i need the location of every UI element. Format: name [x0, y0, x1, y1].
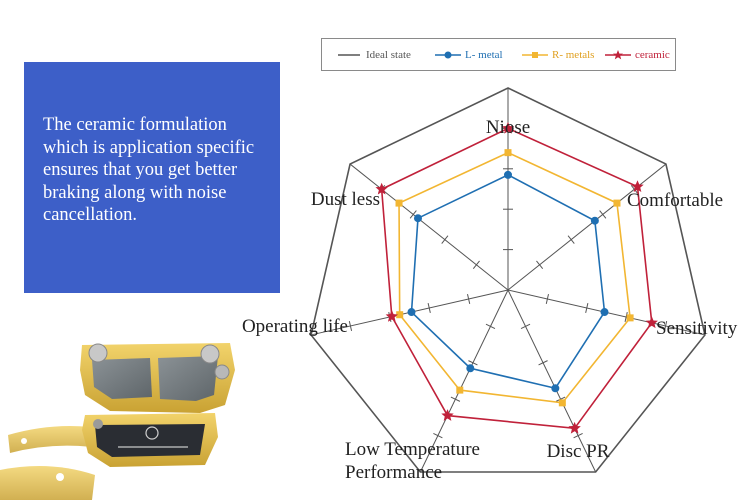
axis-tick: [485, 323, 496, 330]
chart-legend: Ideal state L- metal R- metals ceramic: [321, 38, 676, 71]
promo-text: The ceramic formulation which is applica…: [43, 115, 255, 225]
axis-tick: [624, 311, 628, 322]
axis-tick: [520, 323, 531, 330]
axis-label-niose: Niose: [486, 117, 530, 138]
axis-tick: [409, 210, 417, 219]
data-point-r-metals: [395, 199, 403, 207]
data-point-ceramic: [441, 409, 454, 421]
axis-tick: [555, 396, 566, 402]
series-line-l-metal: [410, 173, 606, 390]
data-point-r-metals: [558, 399, 566, 407]
data-point-l-metal: [407, 308, 416, 317]
data-point-ceramic: [568, 421, 581, 434]
brake-pads-image: [0, 343, 235, 500]
data-point-l-metal: [600, 308, 609, 317]
axis-tick: [536, 260, 544, 270]
legend-square-icon: [522, 52, 548, 58]
axis-label-operating-life: Operating life: [242, 316, 348, 337]
promo-text-box: The ceramic formulation which is applica…: [24, 62, 280, 293]
axis-label-comfortable: Comfortable: [627, 190, 723, 211]
axis-tick: [599, 210, 607, 219]
legend-label-r-metals: R- metals: [552, 49, 595, 61]
data-point-l-metal: [590, 216, 599, 225]
legend-line-icon: [338, 54, 360, 56]
axis-spoke: [349, 163, 509, 291]
axis-tick: [467, 294, 471, 304]
axis-tick: [567, 235, 575, 244]
axis-tick: [468, 360, 478, 366]
data-point-r-metals: [456, 386, 464, 394]
axis-tick: [585, 302, 589, 313]
data-point-r-metals: [396, 311, 404, 319]
data-point-r-metals: [626, 314, 634, 322]
axis-tick: [538, 360, 548, 366]
axis-label-sensitivity: Sensitivity: [656, 318, 738, 339]
data-point-l-metal: [466, 364, 475, 373]
axis-spoke: [419, 289, 509, 473]
legend-label-ideal-state: Ideal state: [366, 49, 411, 61]
legend-label-l-metal: L- metal: [465, 49, 503, 61]
data-point-ceramic: [631, 180, 644, 192]
data-point-ceramic: [645, 316, 658, 329]
axis-tick: [433, 432, 443, 439]
axis-tick: [663, 320, 668, 331]
axis-spoke: [507, 289, 597, 473]
data-point-l-metal: [413, 214, 422, 223]
data-point-r-metals: [613, 199, 621, 207]
data-point-l-metal: [504, 170, 512, 179]
legend-label-ceramic: ceramic: [635, 49, 670, 61]
series-line-ceramic: [380, 127, 653, 430]
axis-tick: [472, 260, 480, 270]
axis-label-disc-pr: Disc PR: [547, 441, 610, 462]
axis-label-dust-less: Dust less: [311, 189, 380, 210]
legend-circle-icon: [435, 51, 461, 59]
data-point-r-metals: [504, 149, 512, 157]
ideal-state-polygon: [310, 87, 706, 473]
legend-star-icon: [605, 50, 631, 60]
data-point-ceramic: [375, 182, 388, 195]
axis-label-low-temperature-performance: Low Temperature Performance: [345, 439, 485, 483]
data-point-l-metal: [551, 384, 560, 393]
axis-tick: [450, 396, 461, 402]
axis-tick: [427, 302, 431, 313]
axis-tick: [348, 320, 353, 331]
axis-tick: [573, 432, 583, 439]
series-line-r-metals: [398, 151, 631, 404]
data-point-ceramic: [501, 121, 515, 134]
data-point-ceramic: [385, 310, 398, 322]
axis-tick: [545, 294, 549, 304]
axis-tick: [441, 235, 449, 244]
